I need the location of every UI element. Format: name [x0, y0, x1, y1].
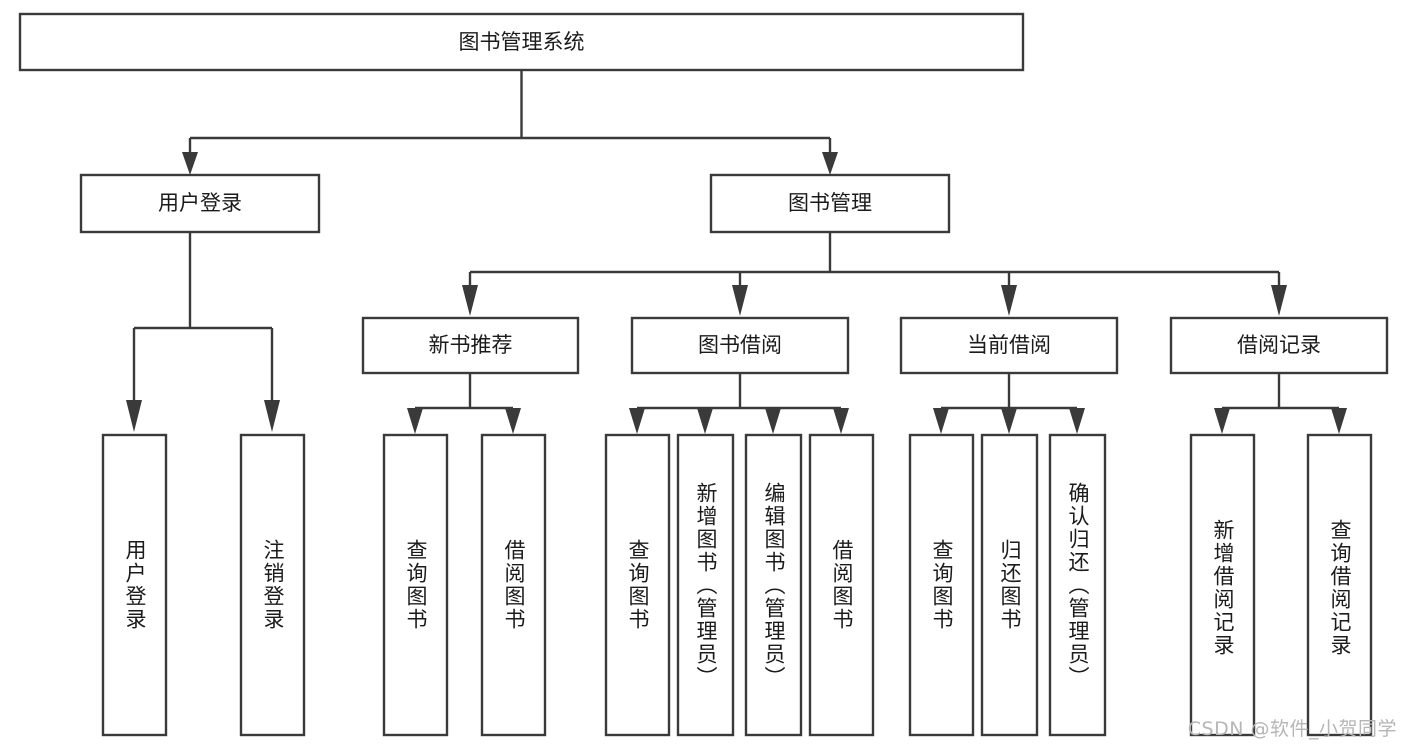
arrowhead-leaf-add-book: [697, 408, 713, 434]
node-book-borrow-box[interactable]: [630, 316, 850, 375]
arrowhead-leaf-borrow-book-2: [833, 408, 849, 434]
node-book-management[interactable]: 图书管理: [709, 173, 951, 234]
node-user-login-label: 用户登录: [158, 191, 242, 215]
connector-group-book-management: [462, 232, 1287, 316]
node-leaf-borrow-book-2[interactable]: [808, 433, 875, 737]
arrowhead-leaf-borrow-book-1: [505, 408, 521, 434]
node-leaf-add-record[interactable]: [1189, 433, 1256, 737]
node-leaf-return-book[interactable]: [980, 433, 1039, 737]
node-leaf-borrow-book-2-box[interactable]: [808, 433, 875, 737]
node-leaf-edit-book[interactable]: [744, 433, 803, 737]
node-root[interactable]: 图书管理系统: [18, 12, 1025, 72]
node-user-login-box[interactable]: [79, 173, 321, 234]
connector-group-root: [182, 70, 838, 175]
node-leaf-add-record-box[interactable]: [1189, 433, 1256, 737]
node-leaf-borrow-book-1[interactable]: [480, 433, 547, 737]
node-book-borrow[interactable]: 图书借阅: [630, 316, 850, 375]
node-leaf-add-book-box[interactable]: [676, 433, 735, 737]
connector-group-current-borrow: [933, 373, 1085, 434]
arrowhead-leaf-logout: [264, 400, 280, 432]
node-user-login[interactable]: 用户登录: [79, 173, 321, 234]
node-leaf-logout-box[interactable]: [239, 433, 306, 737]
arrowhead-book-borrow: [732, 285, 748, 316]
node-leaf-user-login[interactable]: [101, 433, 168, 737]
node-current-borrow-box[interactable]: [899, 316, 1119, 375]
node-current-borrow[interactable]: 当前借阅: [899, 316, 1119, 375]
node-leaf-return-book-box[interactable]: [980, 433, 1039, 737]
arrowhead-new-book-recommend: [462, 285, 478, 316]
node-leaf-query-book-2[interactable]: [604, 433, 671, 737]
arrowhead-borrow-record: [1271, 285, 1287, 316]
arrowhead-leaf-return-book: [1001, 408, 1017, 434]
node-new-book-recommend-box[interactable]: [361, 316, 580, 375]
arrowhead-leaf-add-record: [1214, 408, 1230, 434]
node-book-borrow-label: 图书借阅: [698, 333, 782, 357]
node-root-label: 图书管理系统: [459, 30, 585, 54]
node-book-management-label: 图书管理: [788, 191, 872, 215]
node-leaf-user-login-box[interactable]: [101, 433, 168, 737]
node-leaf-logout[interactable]: [239, 433, 306, 737]
node-borrow-record-label: 借阅记录: [1237, 333, 1321, 357]
node-borrow-record-box[interactable]: [1169, 316, 1389, 375]
connector-group-book-borrow: [629, 373, 849, 434]
node-borrow-record[interactable]: 借阅记录: [1169, 316, 1389, 375]
node-leaf-query-record-box[interactable]: [1306, 433, 1373, 737]
node-root-box[interactable]: [18, 12, 1025, 72]
arrowhead-leaf-edit-book: [765, 408, 781, 434]
node-book-management-box[interactable]: [709, 173, 951, 234]
node-current-borrow-label: 当前借阅: [967, 333, 1051, 357]
node-leaf-query-book-1[interactable]: [382, 433, 449, 737]
connector-group-borrow-record: [1214, 373, 1347, 434]
node-leaf-query-record[interactable]: [1306, 433, 1373, 737]
node-new-book-recommend-label: 新书推荐: [429, 333, 513, 357]
arrowhead-book-management: [822, 152, 838, 175]
connector-group-user-login: [126, 232, 280, 432]
arrowhead-current-borrow: [1001, 285, 1017, 316]
node-leaf-edit-book-box[interactable]: [744, 433, 803, 737]
arrowhead-leaf-user-login: [126, 400, 142, 432]
arrowhead-user-login: [182, 152, 198, 175]
node-leaf-query-book-3-box[interactable]: [908, 433, 975, 737]
arrowhead-leaf-confirm-return: [1069, 408, 1085, 434]
connector-group-new-book-recommend: [407, 373, 521, 434]
arrowhead-leaf-query-record: [1331, 408, 1347, 434]
node-leaf-query-book-2-box[interactable]: [604, 433, 671, 737]
arrowhead-leaf-query-book-1: [407, 408, 423, 434]
node-leaf-confirm-return-box[interactable]: [1048, 433, 1107, 737]
csdn-watermark: CSDN @软件_小贺同学: [1187, 718, 1397, 740]
arrowhead-leaf-query-book-2: [629, 408, 645, 434]
node-leaf-confirm-return[interactable]: [1048, 433, 1107, 737]
node-leaf-add-book[interactable]: [676, 433, 735, 737]
node-leaf-borrow-book-1-box[interactable]: [480, 433, 547, 737]
node-new-book-recommend[interactable]: 新书推荐: [361, 316, 580, 375]
arrowhead-leaf-query-book-3: [933, 408, 949, 434]
node-leaf-query-book-1-box[interactable]: [382, 433, 449, 737]
node-leaf-query-book-3[interactable]: [908, 433, 975, 737]
